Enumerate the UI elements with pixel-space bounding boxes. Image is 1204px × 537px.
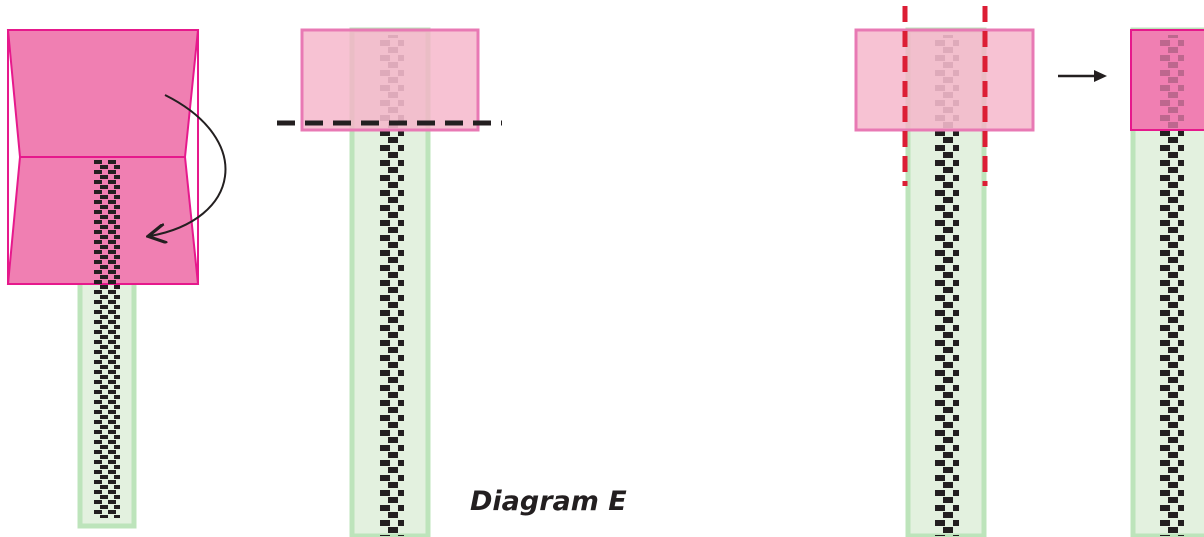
step-3-group: [854, 6, 1035, 537]
step-2-group: [277, 27, 502, 537]
zipper-teeth: [380, 130, 404, 536]
fabric-tab-translucent: [300, 28, 480, 132]
fabric-tab-folded-top: [6, 29, 200, 158]
fabric-tab-translucent: [854, 28, 1035, 132]
zipper-teeth: [935, 130, 959, 536]
zipper-teeth-shadow: [1160, 35, 1184, 130]
step-1-group: [6, 29, 227, 529]
curved-arrow-icon: [150, 94, 227, 236]
arrow-right-icon: [1058, 70, 1107, 82]
zipper-teeth-visible: [94, 160, 120, 284]
zipper-teeth: [1160, 130, 1184, 536]
step-4-group: [1130, 27, 1204, 537]
diagram-caption: Diagram E: [470, 486, 627, 517]
